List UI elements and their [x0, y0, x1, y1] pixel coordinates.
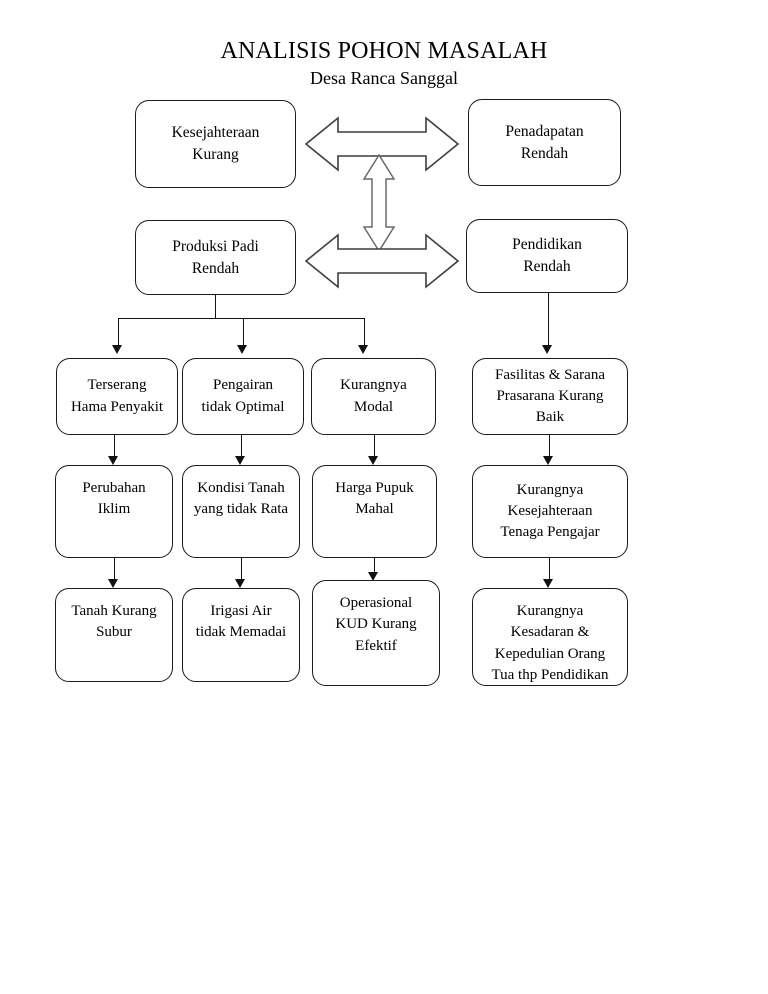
node-label: Harga Pupuk Mahal [335, 480, 414, 518]
node-label: Perubahan Iklim [82, 480, 146, 518]
node-kesejahteraan-kurang[interactable]: Kesejahteraan Kurang [135, 100, 296, 188]
node-kondisi-tanah-tidak-rata[interactable]: Kondisi Tanah yang tidak Rata [182, 465, 300, 558]
node-fasilitas-sarana-prasarana[interactable]: Fasilitas & Sarana Prasarana Kurang Baik [472, 358, 628, 435]
node-pengairan-tidak-optimal[interactable]: Pengairan tidak Optimal [182, 358, 304, 435]
arrowhead-down [237, 345, 247, 354]
connector-col4-r3-r4 [549, 435, 550, 458]
connector-pendidikan-to-fasilitas [548, 293, 549, 347]
node-pendidikan-rendah[interactable]: Pendidikan Rendah [466, 219, 628, 293]
node-penadapatan-rendah[interactable]: Penadapatan Rendah [468, 99, 621, 186]
arrowhead-down [358, 345, 368, 354]
branch-drop-3 [364, 318, 365, 347]
node-label: Kurangnya Kesejahteraan Tenaga Pengajar [500, 481, 600, 541]
node-produksi-padi-rendah[interactable]: Produksi Padi Rendah [135, 220, 296, 295]
node-label: Irigasi Air tidak Memadai [195, 603, 287, 641]
arrowhead-down [235, 579, 245, 588]
node-tanah-kurang-subur[interactable]: Tanah Kurang Subur [55, 588, 173, 682]
node-irigasi-air-tidak-memadai[interactable]: Irigasi Air tidak Memadai [182, 588, 300, 682]
node-label: Fasilitas & Sarana Prasarana Kurang Baik [495, 366, 605, 426]
arrowhead-down [108, 579, 118, 588]
connector-col1-r4-r5 [114, 558, 115, 583]
arrowhead-down [543, 579, 553, 588]
node-kurangnya-modal[interactable]: Kurangnya Modal [311, 358, 436, 435]
connector-col4-r4-r5 [549, 558, 550, 583]
connector-col3-r4-r5 [374, 558, 375, 577]
page-title: ANALISIS POHON MASALAH [220, 38, 548, 64]
node-operasional-kud-kurang-efektif[interactable]: Operasional KUD Kurang Efektif [312, 580, 440, 686]
connector-col3-r3-r4 [374, 435, 375, 458]
double-arrow-horizontal-top [304, 115, 460, 173]
node-label: Penadapatan Rendah [505, 122, 584, 162]
arrowhead-down [368, 572, 378, 581]
node-label: Kondisi Tanah yang tidak Rata [193, 480, 289, 518]
node-label: Terserang Hama Penyakit [70, 377, 164, 415]
node-label: Pendidikan Rendah [512, 236, 582, 275]
node-kurangnya-kesadaran-kepedulian-orang-tua[interactable]: Kurangnya Kesadaran & Kepedulian Orang T… [472, 588, 628, 686]
connector-col2-r3-r4 [241, 435, 242, 458]
arrowhead-down [543, 456, 553, 465]
arrowhead-down [108, 456, 118, 465]
branch-bus [118, 318, 364, 319]
page-subtitle: Desa Ranca Sanggal [310, 68, 458, 88]
node-perubahan-iklim[interactable]: Perubahan Iklim [55, 465, 173, 558]
node-kurangnya-kesejahteraan-tenaga-pengajar[interactable]: Kurangnya Kesejahteraan Tenaga Pengajar [472, 465, 628, 558]
double-arrow-horizontal-bottom [304, 232, 460, 290]
node-terserang-hama-penyakit[interactable]: Terserang Hama Penyakit [56, 358, 178, 435]
branch-drop-2 [243, 318, 244, 347]
node-label: Tanah Kurang Subur [71, 603, 157, 641]
arrowhead-down [368, 456, 378, 465]
connector-col1-r3-r4 [114, 435, 115, 458]
node-label: Operasional KUD Kurang Efektif [335, 595, 417, 654]
node-label: Kurangnya Modal [340, 377, 407, 415]
arrowhead-down [235, 456, 245, 465]
connector-col2-r4-r5 [241, 558, 242, 583]
arrowhead-down [542, 345, 552, 354]
node-harga-pupuk-mahal[interactable]: Harga Pupuk Mahal [312, 465, 437, 558]
node-label: Pengairan tidak Optimal [201, 377, 285, 415]
node-label: Kurangnya Kesadaran & Kepedulian Orang T… [491, 603, 609, 683]
branch-drop-1 [118, 318, 119, 347]
node-label: Kesejahteraan Kurang [171, 124, 260, 163]
node-label: Produksi Padi Rendah [172, 237, 259, 277]
arrowhead-down [112, 345, 122, 354]
branch-stem [215, 295, 216, 319]
